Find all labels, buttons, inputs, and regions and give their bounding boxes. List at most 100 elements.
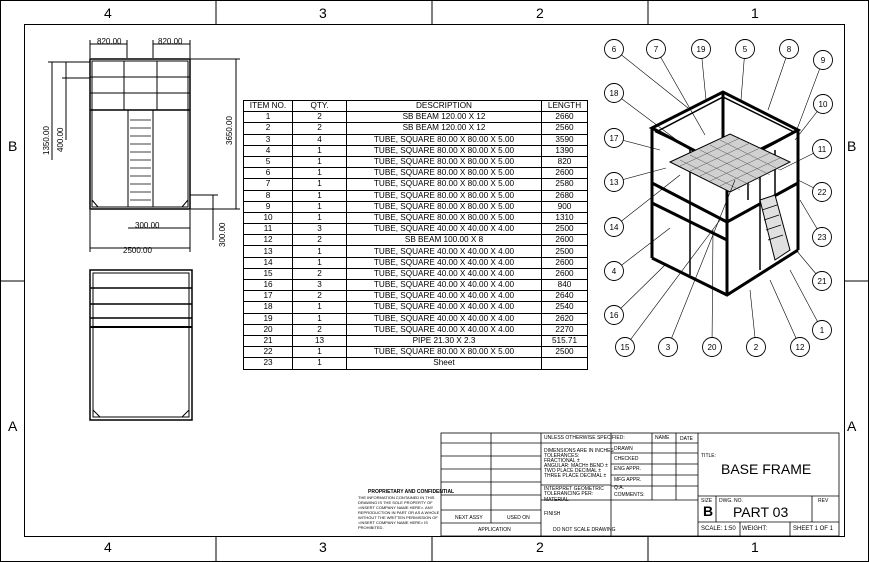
svg-text:12: 12: [796, 343, 805, 352]
svg-text:2: 2: [754, 343, 759, 352]
dim-1350: 1350.00: [42, 126, 51, 155]
balloon-item-8: 8: [779, 39, 799, 59]
bom-cell-item: 5: [243, 155, 293, 169]
svg-text:3: 3: [666, 343, 671, 352]
bom-cell-qty: 1: [292, 155, 347, 169]
svg-text:20: 20: [708, 343, 717, 352]
svg-text:18: 18: [610, 89, 619, 98]
balloon-item-19: 19: [691, 39, 711, 59]
balloon-item-3: 3: [658, 337, 678, 357]
bom-cell-length: [541, 357, 588, 370]
balloon-item-2: 2: [746, 337, 766, 357]
bom-cell-length: 820: [541, 155, 588, 169]
bom-cell-qty: 3: [292, 223, 347, 236]
bom-cell-qty: 1: [292, 200, 347, 213]
dim-820-right: 820.00: [158, 37, 183, 46]
svg-text:5: 5: [743, 45, 748, 54]
balloon-item-21: 21: [812, 271, 832, 291]
svg-text:19: 19: [697, 45, 706, 54]
bom-cell-description: TUBE, SQUARE 80.00 X 80.00 X 5.00: [346, 189, 542, 202]
tb-size-label: SIZE: [701, 498, 713, 504]
balloon-item-4: 4: [604, 261, 624, 281]
svg-text:23: 23: [818, 233, 827, 242]
tb-proprietary-text: THE INFORMATION CONTAINED IN THIS DRAWIN…: [358, 495, 440, 530]
balloon-item-12: 12: [790, 337, 810, 357]
bom-cell-qty: 1: [292, 144, 347, 157]
zone-bottom-4: 4: [104, 539, 112, 555]
balloon-item-1: 1: [812, 320, 832, 340]
tb-finish: FINISH: [544, 511, 561, 517]
svg-text:16: 16: [610, 311, 619, 320]
bom-cell-description: TUBE, SQUARE 40.00 X 40.00 X 4.00: [346, 223, 542, 236]
svg-text:11: 11: [818, 145, 827, 154]
dim-2500: 2500.00: [123, 246, 152, 255]
balloon-item-9: 9: [813, 50, 833, 70]
tb-tolerance-header: UNLESS OTHERWISE SPECIFIED:: [544, 435, 625, 441]
tb-eng-appr: ENG APPR.: [614, 466, 641, 472]
zone-top-4: 4: [104, 5, 112, 21]
zone-bottom-2: 2: [536, 539, 544, 555]
svg-text:15: 15: [621, 343, 630, 352]
svg-text:14: 14: [610, 223, 619, 232]
tb-scale: SCALE: 1:50: [701, 526, 736, 532]
tb-angular: ANGULAR: MACH± BEND ±: [544, 463, 608, 469]
bom-cell-length: 2560: [541, 122, 588, 135]
balloon-item-15: 15: [615, 337, 635, 357]
balloon-item-10: 10: [813, 94, 833, 114]
bom-cell-description: TUBE, SQUARE 80.00 X 80.00 X 5.00: [346, 200, 542, 213]
zone-left-a: A: [8, 418, 18, 434]
svg-text:21: 21: [818, 277, 827, 286]
tb-proprietary-title: PROPRIETARY AND CONFIDENTIAL: [368, 489, 455, 495]
tb-application: APPLICATION: [478, 527, 511, 533]
tb-mfg-appr: MFG APPR.: [614, 477, 642, 483]
svg-text:17: 17: [610, 134, 619, 143]
svg-text:13: 13: [610, 178, 619, 187]
svg-text:1: 1: [820, 326, 825, 335]
bom-cell-length: 3590: [541, 133, 588, 146]
tb-fractional: FRACTIONAL ±: [544, 458, 580, 464]
bom-cell-item: 10: [243, 211, 293, 225]
tb-tolerances: TOLERANCES:: [544, 453, 580, 459]
balloon-item-20: 20: [702, 337, 722, 357]
bom-cell-item: 4: [243, 144, 293, 157]
zone-right-b: B: [847, 138, 857, 154]
bom-cell-length: 2680: [541, 189, 588, 202]
svg-text:22: 22: [818, 188, 827, 197]
bom-cell-length: 900: [541, 200, 588, 213]
bom-cell-length: 2600: [541, 234, 588, 247]
tb-dim-note: DIMENSIONS ARE IN INCHES: [544, 448, 614, 454]
tb-weight: WEIGHT:: [742, 526, 767, 532]
zone-top-2: 2: [536, 5, 544, 21]
svg-text:6: 6: [612, 45, 617, 54]
tb-used-on: USED ON: [507, 515, 530, 521]
tb-rev-label: REV: [818, 498, 829, 504]
balloon-item-13: 13: [604, 172, 624, 192]
balloon-item-5: 5: [735, 39, 755, 59]
balloon-item-22: 22: [812, 182, 832, 202]
tb-three-place: THREE PLACE DECIMAL ±: [544, 473, 607, 479]
svg-text:7: 7: [654, 45, 659, 54]
tb-checked: CHECKED: [614, 456, 639, 462]
svg-text:10: 10: [819, 100, 828, 109]
bom-cell-length: 2580: [541, 178, 588, 191]
tb-interpret: INTERPRET GEOMETRIC: [544, 486, 604, 492]
zone-left-b: B: [8, 138, 18, 154]
tb-material: MATERIAL: [544, 497, 569, 503]
tb-drawn: DRAWN: [614, 446, 633, 452]
tb-date-header: DATE: [680, 436, 693, 442]
bom-cell-item: 9: [243, 200, 293, 213]
